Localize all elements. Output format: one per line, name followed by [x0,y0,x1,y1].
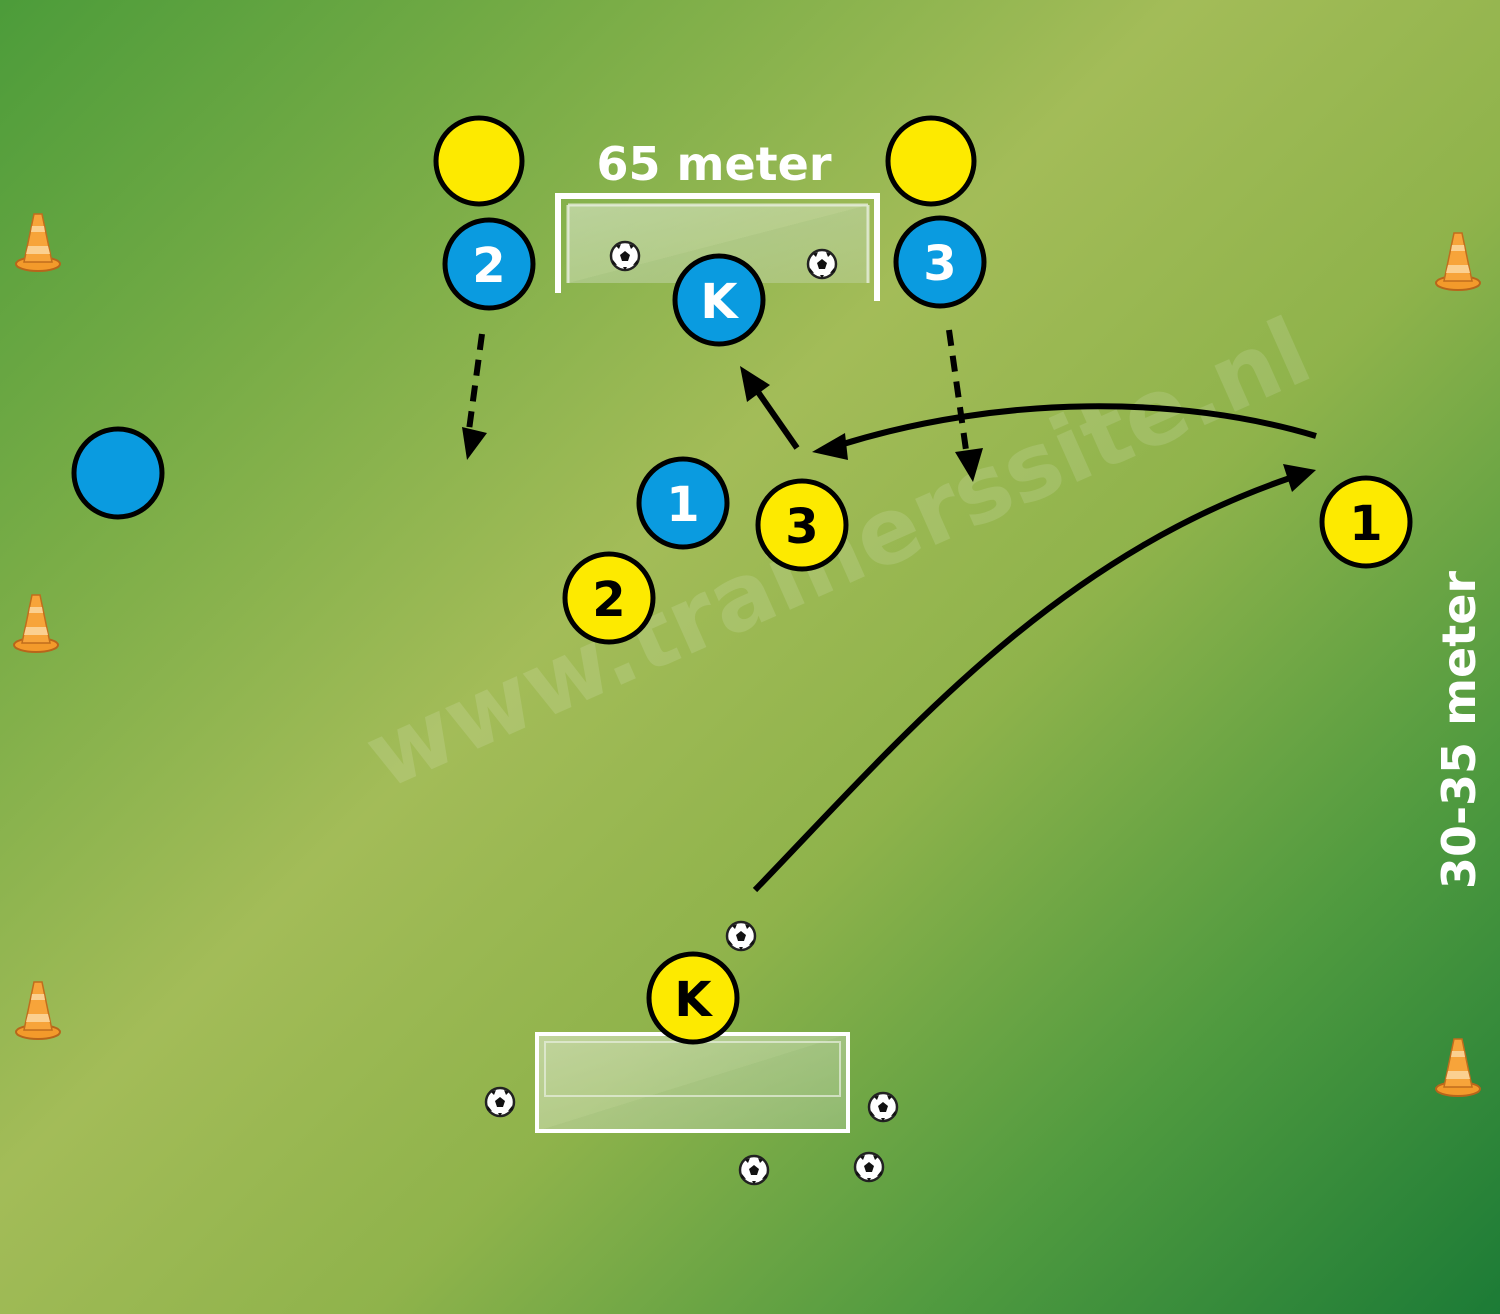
player-number: 3 [923,236,956,292]
player-number: 2 [592,572,625,628]
yellow-player-reserve [885,115,977,207]
ball-icon [853,1151,885,1183]
arrow-head-icon [1283,464,1316,492]
yellow-player-3: 3 [755,478,849,572]
arrow-head-icon [955,448,983,482]
cone-icon [1435,1038,1481,1097]
blue-player-3: 3 [893,215,987,309]
ball-icon [609,240,641,272]
ball-icon [867,1091,899,1123]
player-number: 1 [666,477,699,533]
blue-player-1: 1 [636,456,730,550]
ball-icon [725,920,757,952]
arrow-head-icon [812,433,848,460]
field-length-label: 30-35 meter [1432,571,1486,889]
cone-icon [1435,232,1481,291]
arrow-head-icon [462,427,487,460]
player-number: K [674,972,713,1028]
field-width-label: 65 meter [596,137,831,191]
blue-player-reserve [71,426,165,520]
ball-icon [806,248,838,280]
yellow-player-2: 2 [562,551,656,645]
player-number: 1 [1349,496,1382,552]
pass-arrow [752,475,1291,893]
blue-player-2: 2 [442,217,536,311]
player-number: 3 [785,499,818,555]
player-number: 2 [472,238,505,294]
yellow-player-1: 1 [1319,475,1413,569]
arrow-head-icon [740,366,770,402]
run-arrow [755,390,800,450]
pass-arrow [839,403,1317,448]
goal-icon [535,1032,850,1133]
ball-icon [738,1154,770,1186]
ball-icon [484,1086,516,1118]
run-arrow [946,329,969,451]
player-number: K [700,274,739,330]
cone-icon [13,594,59,653]
run-arrow [466,333,485,431]
cone-icon [15,213,61,272]
blue-goalkeeper: K [672,253,766,347]
yellow-goalkeeper: K [646,951,740,1045]
cone-icon [15,981,61,1040]
yellow-player-reserve [433,115,525,207]
